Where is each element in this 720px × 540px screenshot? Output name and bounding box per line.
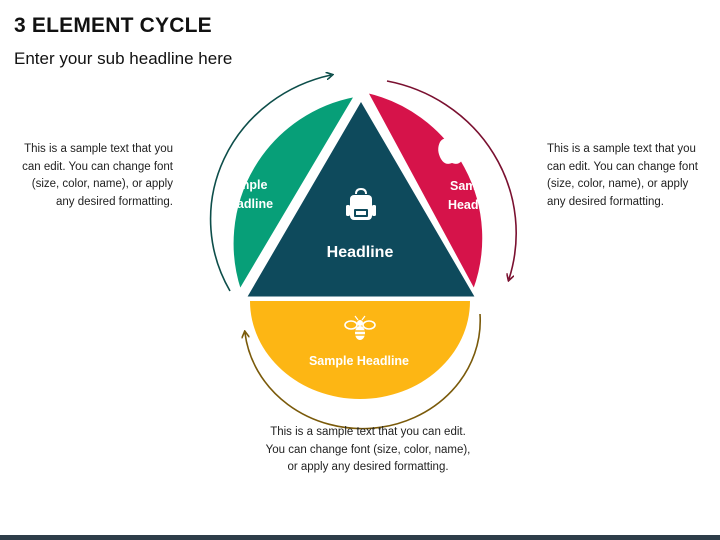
page-title: 3 ELEMENT CYCLE <box>14 14 212 37</box>
segment-left-text: This is a sample text that you can edit.… <box>22 143 173 208</box>
page-subtitle: Enter your sub headline here <box>14 49 233 68</box>
segment-right-text: This is a sample text that you can edit.… <box>547 143 698 208</box>
bee-icon <box>344 315 376 340</box>
cycle-arrow-left <box>209 75 331 292</box>
apple-icon <box>438 128 466 164</box>
segment-left-shape <box>231 94 357 293</box>
segment-bottom-text: This is a sample text that you can edit.… <box>265 426 471 473</box>
cycle-arrow-bottom <box>245 313 482 430</box>
segment-bottom-shape <box>250 301 470 399</box>
acorn-icon <box>234 132 262 168</box>
segment-bottom-headline: Sample Headline <box>309 354 409 368</box>
cycle-arrow-right <box>386 80 517 279</box>
segment-left-headline: Sample Headline <box>221 178 273 211</box>
segment-right-shape <box>365 90 485 293</box>
backpack-icon <box>346 187 376 220</box>
footer-bar <box>0 535 720 540</box>
segment-right-headline: Sample Headline <box>448 179 500 212</box>
center-headline: Headline <box>327 244 394 261</box>
